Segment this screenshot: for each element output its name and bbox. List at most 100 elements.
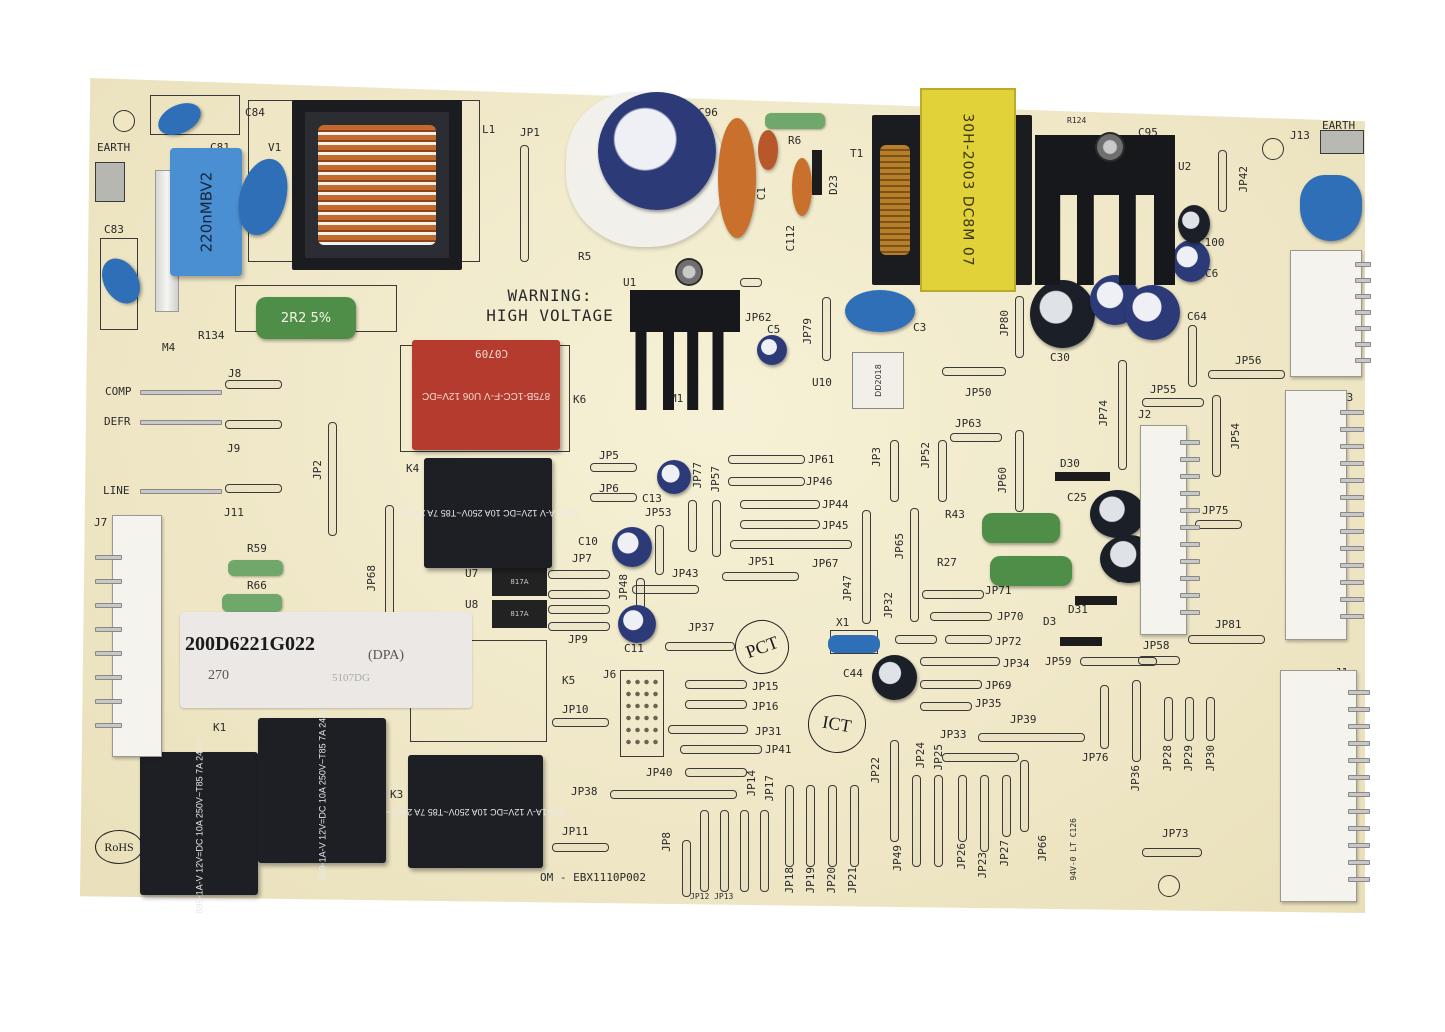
jumper-jp59 [1080,657,1157,666]
label-c3: C3 [913,321,927,334]
label-c81: C81 [210,142,230,153]
label-x1: X1 [836,616,850,629]
connector-pin [1355,278,1371,283]
label-jp56: JP56 [1235,354,1262,367]
label-k6: K6 [573,393,587,406]
jumper-jp8 [682,840,691,897]
connector-pin [1180,593,1200,598]
label-jp31: JP31 [755,725,782,738]
jumper-jp24 [912,775,921,867]
jumper-jp53 [655,525,664,575]
connector-j3[interactable] [1285,390,1347,640]
connector-j2[interactable] [1140,425,1187,635]
label-c5: C5 [767,323,781,336]
label-jp70: JP70 [997,610,1024,623]
label-defr: DEFR [104,415,131,428]
earth-terminal-left[interactable] [95,162,125,202]
label-d31: D31 [1068,603,1088,616]
label-jp50: JP50 [965,386,992,399]
outline-j6 [620,670,664,757]
capacitor-c64b [1125,285,1180,340]
label-c64: C64 [1187,310,1207,323]
capacitor-c112 [792,158,812,216]
capacitor-c30 [1030,280,1095,348]
resistor-r43 [982,513,1060,543]
connector-pin [1340,546,1364,551]
label-jp1: JP1 [520,126,540,139]
label-c25: C25 [1067,491,1087,504]
label-r43: R43 [945,508,965,521]
label-jp14: JP14 [745,770,758,797]
transformer-t1-label: 30H-2003 DC8M 07 [960,113,976,267]
connector-pin [1180,559,1200,564]
connector-pin [95,627,122,632]
label-jp40: JP40 [646,766,673,779]
label-jp53: JP53 [645,506,672,519]
connector-j4[interactable] [1290,250,1362,377]
connector-j1[interactable] [1280,670,1357,902]
part-number-sticker [180,612,472,708]
jumper-jp54 [1212,395,1221,477]
label-r5: R5 [578,250,592,263]
label-jp58: JP58 [1143,639,1170,652]
label-c95: C95 [1138,126,1158,139]
jumper-jp51 [722,572,799,581]
jumper-jp44 [740,500,820,509]
label-jp65: JP65 [893,533,906,560]
label-r66: R66 [247,579,267,592]
transformer-winding [880,145,910,255]
label-j11: J11 [224,506,244,519]
jumper-jp7 [548,570,610,579]
label-jp45: JP45 [822,519,849,532]
jumper-jp37 [665,642,735,651]
label-r27: R27 [937,556,957,569]
connector-pin [95,651,122,656]
jumper-jp19 [806,785,815,867]
connector-pin [1355,294,1371,299]
connector-pin [1180,440,1200,445]
relay-k2-label: 899-1A-V 12V=DC 10A 250V~T85 7A 240V~ [317,701,328,880]
jumper-jp65 [910,508,919,622]
jumper-jp45 [740,520,820,529]
label-d23: D23 [827,175,840,195]
label-jp9: JP9 [568,633,588,646]
earth-terminal-right[interactable] [1320,130,1364,154]
resistor-r6 [765,113,825,129]
relay-k2: 899-1A-V 12V=DC 10A 250V~T85 7A 240V~ [258,701,386,880]
jumper-jp41 [680,745,762,754]
relay-k6-label: 875B-1CC-F-V U06 12V=DC [421,389,551,401]
jumper-jp76 [1100,685,1109,749]
jumper-jp74 [1118,360,1127,470]
label-k1: K1 [213,721,227,734]
label-j13: J13 [1290,129,1310,142]
optocoupler-u10-label: DD2018 [873,364,883,397]
resistor-r59 [228,560,283,576]
label-line: LINE [103,484,130,497]
label-jp44: JP44 [822,498,849,511]
label-l1: L1 [482,123,496,136]
connector-pin [95,603,122,608]
connector-pin [1180,457,1200,462]
jumper-jp81 [1188,635,1265,644]
jumper-jp62 [740,278,762,287]
connector-pin [1180,474,1200,479]
label-jp23: JP23 [976,852,989,879]
jumper-jp50 [942,367,1006,376]
transformer-t1: 30H-2003 DC8M 07 [920,88,1016,292]
label-k3: K3 [390,788,404,801]
connector-j7[interactable] [112,515,162,757]
jumper-jp27 [1002,775,1011,837]
jumper-jp46 [728,477,805,486]
label-jp15: JP15 [752,680,779,693]
sticker-suffix: (DPA) [368,648,405,663]
label-jp42: JP42 [1237,166,1250,193]
optocoupler-u7: 817A [492,568,547,596]
label-c84: C84 [245,106,265,119]
label-jp39: JP39 [1010,713,1037,726]
x2-capacitor-label: 220nMBV2 [197,171,215,253]
jumper-jp16 [685,700,747,709]
jumper-jp36 [1132,680,1141,762]
connector-pin [95,555,122,560]
jumper-jp79 [822,297,831,361]
label-jp41: JP41 [765,743,792,756]
